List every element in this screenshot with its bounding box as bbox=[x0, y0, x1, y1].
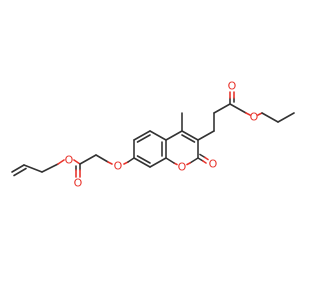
bond-allyl-1b bbox=[13, 167, 27, 177]
bond-chain-4 bbox=[229, 103, 247, 114]
chemical-structure: O O O O O O O bbox=[11, 80, 295, 190]
bond-chain-3 bbox=[213, 103, 231, 114]
bond-pyr-2 bbox=[181, 130, 199, 141]
atom-o-ring: O bbox=[178, 161, 187, 174]
bond-allyl-o bbox=[57, 159, 65, 165]
atom-o-ethyl-ester: O bbox=[250, 111, 259, 124]
bond-lac-co-b bbox=[199, 153, 206, 159]
bond-chain-1 bbox=[197, 130, 215, 141]
bond-allyl-3 bbox=[41, 163, 59, 173]
bond-ring-2b bbox=[136, 134, 151, 143]
bond-ring-5 bbox=[149, 157, 167, 168]
bond-lac-co-a2 bbox=[202, 160, 207, 164]
bond-allyl-2 bbox=[23, 164, 43, 173]
bond-o-carbonyl bbox=[73, 159, 81, 165]
bond-o-ring2 bbox=[127, 157, 135, 163]
atom-o-lactone-carbonyl: O bbox=[209, 158, 218, 171]
atom-o-ether: O bbox=[114, 160, 123, 173]
bond-ring-2 bbox=[133, 130, 151, 141]
bond-chain-4o bbox=[245, 112, 251, 116]
bond-pyr-2b bbox=[181, 134, 196, 143]
bond-pyr-4 bbox=[189, 157, 199, 164]
bond-carbonyl-ch2 bbox=[79, 154, 97, 165]
bond-ethyl-1 bbox=[261, 112, 279, 123]
bond-lac-co-a bbox=[197, 157, 204, 162]
bond-pyr-1 bbox=[165, 130, 183, 141]
bond-ethyl-2 bbox=[277, 112, 295, 123]
bond-pyr-5 bbox=[165, 157, 175, 164]
atom-o-allyl-carbonyl: O bbox=[74, 177, 83, 190]
bond-ring-6 bbox=[133, 157, 151, 168]
bond-ch2-o2 bbox=[107, 161, 113, 165]
bond-ring-3 bbox=[149, 130, 167, 141]
bond-allyl-1 bbox=[11, 164, 25, 173]
bond-ring-6b bbox=[136, 155, 151, 164]
bond-pyr-4o bbox=[186, 162, 191, 166]
bond-lac-co-b2 bbox=[204, 156, 209, 161]
atom-o-allyl-ester: O bbox=[65, 154, 74, 167]
structure-canvas: O O O O O O O bbox=[11, 79, 295, 190]
atom-o-ethyl-carbonyl: O bbox=[228, 80, 237, 93]
bond-ch2-o bbox=[95, 154, 109, 163]
